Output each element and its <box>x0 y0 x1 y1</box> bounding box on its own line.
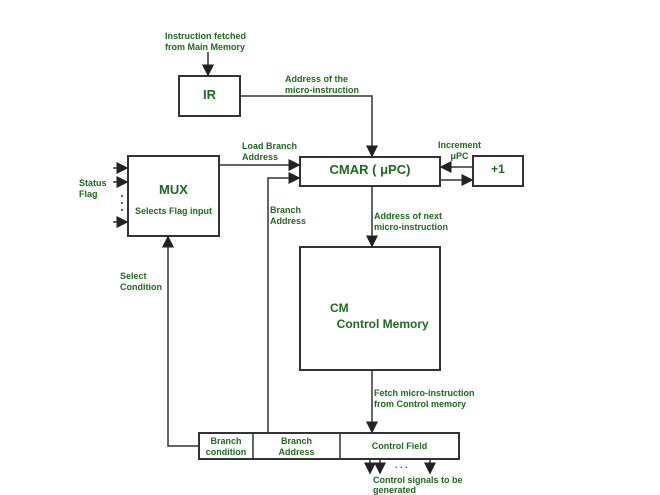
field-control: Control Field <box>371 441 428 451</box>
ir-label: IR <box>203 87 216 102</box>
arrow-ir-to-cmar <box>240 95 378 158</box>
cmar-label: CMAR ( μPC) <box>329 162 411 177</box>
field-branch-condition: Branch condition <box>205 436 247 457</box>
address-next-label: Address of next micro-instruction <box>374 211 449 232</box>
control-memory-label: CM Control Memory <box>330 301 429 331</box>
select-condition-label: Select Condition <box>120 271 162 292</box>
field-branch-address: Branch Address <box>278 436 315 457</box>
load-branch-label: Load Branch Address <box>242 141 298 162</box>
address-of-micro-label: Address of the micro-instruction <box>285 74 360 95</box>
mux-label: MUX <box>159 182 188 197</box>
plus-one-label: +1 <box>491 162 505 176</box>
arrow-branch-address-to-cmar <box>267 172 301 433</box>
plus-one-box <box>472 155 524 187</box>
signal-dots: . . . <box>395 460 408 470</box>
arrow-select-condition <box>162 235 199 447</box>
mux-sub-label: Selects Flag input <box>134 206 212 216</box>
instruction-fetched-label: Instruction fetched from Main Memory <box>165 31 247 52</box>
branch-address-side-label: Branch Address <box>270 205 307 226</box>
status-flag-label: Status Flag <box>79 178 107 199</box>
control-signals-label: Control signals to be generated <box>373 475 463 495</box>
fetch-micro-label: Fetch micro-instruction from Control mem… <box>374 388 475 409</box>
increment-label: Increment μPC <box>438 140 482 161</box>
